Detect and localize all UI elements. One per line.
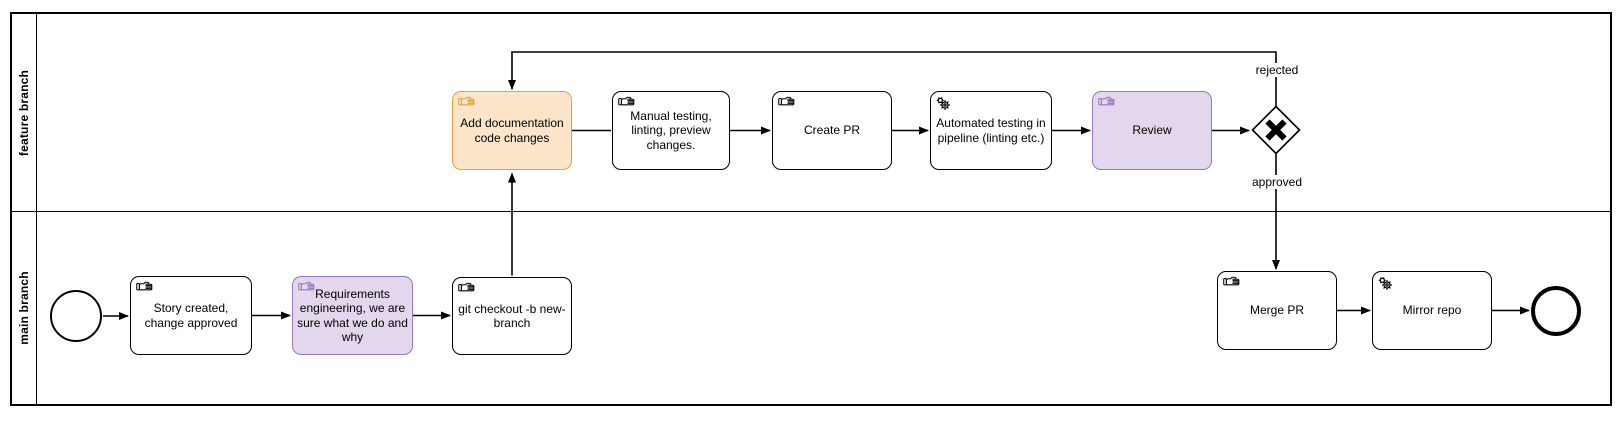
task-label: Merge PR xyxy=(1249,303,1305,318)
hand-icon xyxy=(778,96,795,107)
hand-icon xyxy=(458,282,475,293)
exclusive-gateway[interactable] xyxy=(1251,105,1301,155)
hand-icon xyxy=(136,281,153,292)
gear-icon xyxy=(936,96,951,111)
hand-icon xyxy=(1223,276,1240,287)
task-git-checkout[interactable]: git checkout -b new-branch xyxy=(452,277,572,355)
task-label: Story created, change approved xyxy=(144,301,238,330)
task-label: Create PR xyxy=(803,123,861,138)
lane-label-band-divider xyxy=(36,14,37,404)
lane-divider xyxy=(12,211,1610,212)
task-manual-testing[interactable]: Manual testing, linting, preview changes… xyxy=(612,91,730,170)
start-event[interactable] xyxy=(50,290,102,342)
lane-label-main-branch: main branch xyxy=(17,270,31,345)
flow-label-rejected: rejected xyxy=(1252,63,1302,77)
flow-label-approved: approved xyxy=(1248,175,1306,189)
task-story-created[interactable]: Story created, change approved xyxy=(130,276,252,355)
task-mirror-repo[interactable]: Mirror repo xyxy=(1372,271,1492,350)
task-label: Review xyxy=(1132,123,1172,138)
lane-feature-branch: feature branch xyxy=(12,14,36,211)
hand-icon xyxy=(458,96,475,107)
lane-label-feature-branch: feature branch xyxy=(17,69,31,156)
hand-icon xyxy=(618,96,635,107)
task-add-documentation[interactable]: Add documentation code changes xyxy=(452,91,572,170)
task-label: Manual testing, linting, preview changes… xyxy=(630,108,712,152)
xor-x-icon xyxy=(1265,119,1287,141)
hand-icon xyxy=(298,281,315,292)
task-requirements-engineering[interactable]: Requirements engineering, we are sure wh… xyxy=(292,276,413,355)
task-label: Add documentation code changes xyxy=(460,116,564,145)
end-event[interactable] xyxy=(1531,286,1581,336)
lane-main-branch: main branch xyxy=(12,211,36,404)
gear-icon xyxy=(1378,276,1393,291)
task-merge-pr[interactable]: Merge PR xyxy=(1217,271,1337,350)
task-automated-testing[interactable]: Automated testing in pipeline (linting e… xyxy=(930,91,1052,170)
task-label: Mirror repo xyxy=(1402,303,1462,318)
task-label: Requirements engineering, we are sure wh… xyxy=(297,286,408,344)
task-label: git checkout -b new-branch xyxy=(458,301,566,330)
process-pool: feature branch main branch xyxy=(10,12,1612,406)
task-review[interactable]: Review xyxy=(1092,91,1212,170)
task-create-pr[interactable]: Create PR xyxy=(772,91,892,170)
task-label: Automated testing in pipeline (linting e… xyxy=(936,116,1046,145)
hand-icon xyxy=(1098,96,1115,107)
